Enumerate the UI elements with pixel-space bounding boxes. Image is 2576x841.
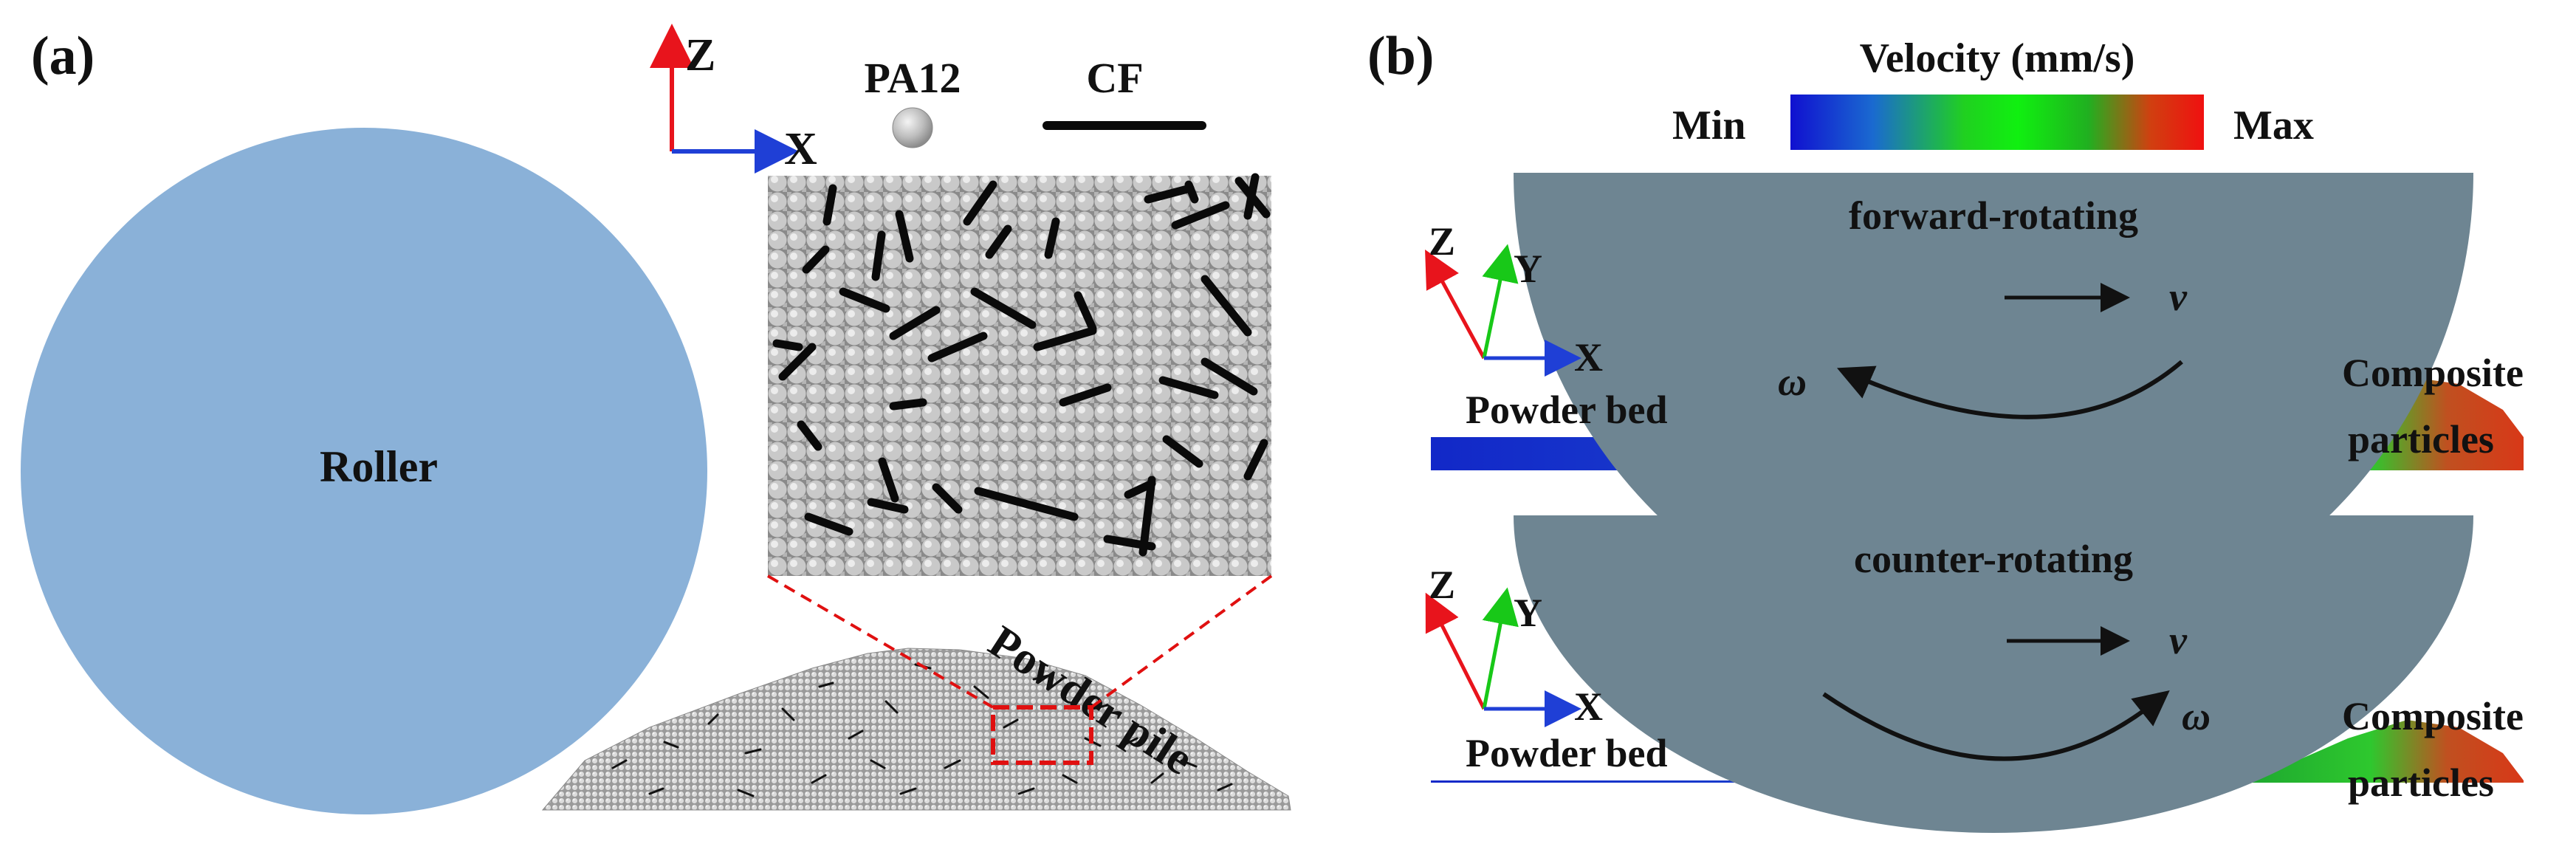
axes-top: Z Y X bbox=[1425, 219, 1603, 380]
axes-a: Z X bbox=[650, 24, 817, 174]
axis-x-label-bottom: X bbox=[1574, 684, 1603, 729]
composite-label-bottom-2: particles bbox=[2348, 761, 2494, 805]
axis-y-arrow-bottom bbox=[1482, 587, 1519, 710]
omega-label-bottom: ω bbox=[2182, 694, 2211, 738]
legend-cf-label: CF bbox=[1086, 54, 1143, 102]
axis-z-arrow-bottom bbox=[1425, 592, 1486, 710]
axis-x-label-top: X bbox=[1574, 335, 1603, 380]
axis-y-arrow-top bbox=[1482, 244, 1519, 359]
roller-a: Roller bbox=[21, 128, 707, 814]
omega-arrow-top bbox=[1836, 360, 2183, 419]
axis-y-label-bottom: Y bbox=[1514, 591, 1542, 635]
carbon-fibers bbox=[772, 173, 1271, 557]
sim-counter-rotating: counter-rotating v ω Z Y X Powder bed Co… bbox=[1425, 515, 2524, 833]
axis-z-label-bottom: Z bbox=[1429, 563, 1455, 607]
zoom-inset-background bbox=[768, 176, 1271, 576]
omega-label-top: ω bbox=[1778, 360, 1807, 404]
axes-bottom: Z Y X bbox=[1425, 563, 1603, 729]
pile-fibers bbox=[611, 663, 1233, 797]
colorbar-max-label: Max bbox=[2233, 103, 2314, 148]
axis-x-label: X bbox=[784, 124, 817, 174]
powder-bed-label-bottom: Powder bed bbox=[1466, 731, 1668, 775]
roller-label: Roller bbox=[320, 442, 438, 491]
zoom-indicator bbox=[766, 574, 1273, 765]
composite-label-top-2: particles bbox=[2348, 417, 2494, 461]
axis-y-label-top: Y bbox=[1514, 247, 1542, 291]
zoom-box bbox=[991, 705, 1093, 765]
powder-bed-label-top: Powder bed bbox=[1466, 388, 1668, 432]
colorbar-gradient bbox=[1790, 95, 2204, 150]
legend-a: PA12 CF bbox=[864, 54, 1206, 148]
sim-bottom-title: counter-rotating bbox=[1854, 537, 2133, 581]
roller-circle bbox=[21, 128, 707, 814]
powder-bed-bottom bbox=[1431, 720, 2524, 783]
pa12-sphere-icon bbox=[892, 107, 933, 148]
omega-arrow-bottom bbox=[1822, 690, 2170, 761]
panel-a-label: (a) bbox=[31, 26, 95, 86]
axis-z-arrow-top bbox=[1425, 250, 1486, 360]
axis-z-label-top: Z bbox=[1429, 219, 1455, 264]
roller-bottom bbox=[1514, 515, 2473, 833]
composite-label-bottom-1: Composite bbox=[2342, 694, 2524, 738]
colorbar-min-label: Min bbox=[1672, 103, 1746, 148]
composite-label-top-1: Composite bbox=[2342, 351, 2524, 395]
velocity-label-top: v bbox=[2169, 275, 2188, 319]
colorbar-title: Velocity (mm/s) bbox=[1860, 35, 2135, 81]
zoom-guide-left bbox=[766, 574, 995, 709]
powder-pile-shape bbox=[541, 648, 1291, 811]
panel-b-label: (b) bbox=[1367, 26, 1434, 86]
sim-top-title: forward-rotating bbox=[1849, 193, 2138, 238]
legend-pa12-label: PA12 bbox=[864, 54, 961, 102]
velocity-label-bottom: v bbox=[2169, 618, 2188, 662]
colorbar: Velocity (mm/s) Min Max bbox=[1672, 35, 2314, 150]
axis-z-label: Z bbox=[685, 30, 715, 80]
zoom-inset bbox=[768, 173, 1271, 576]
